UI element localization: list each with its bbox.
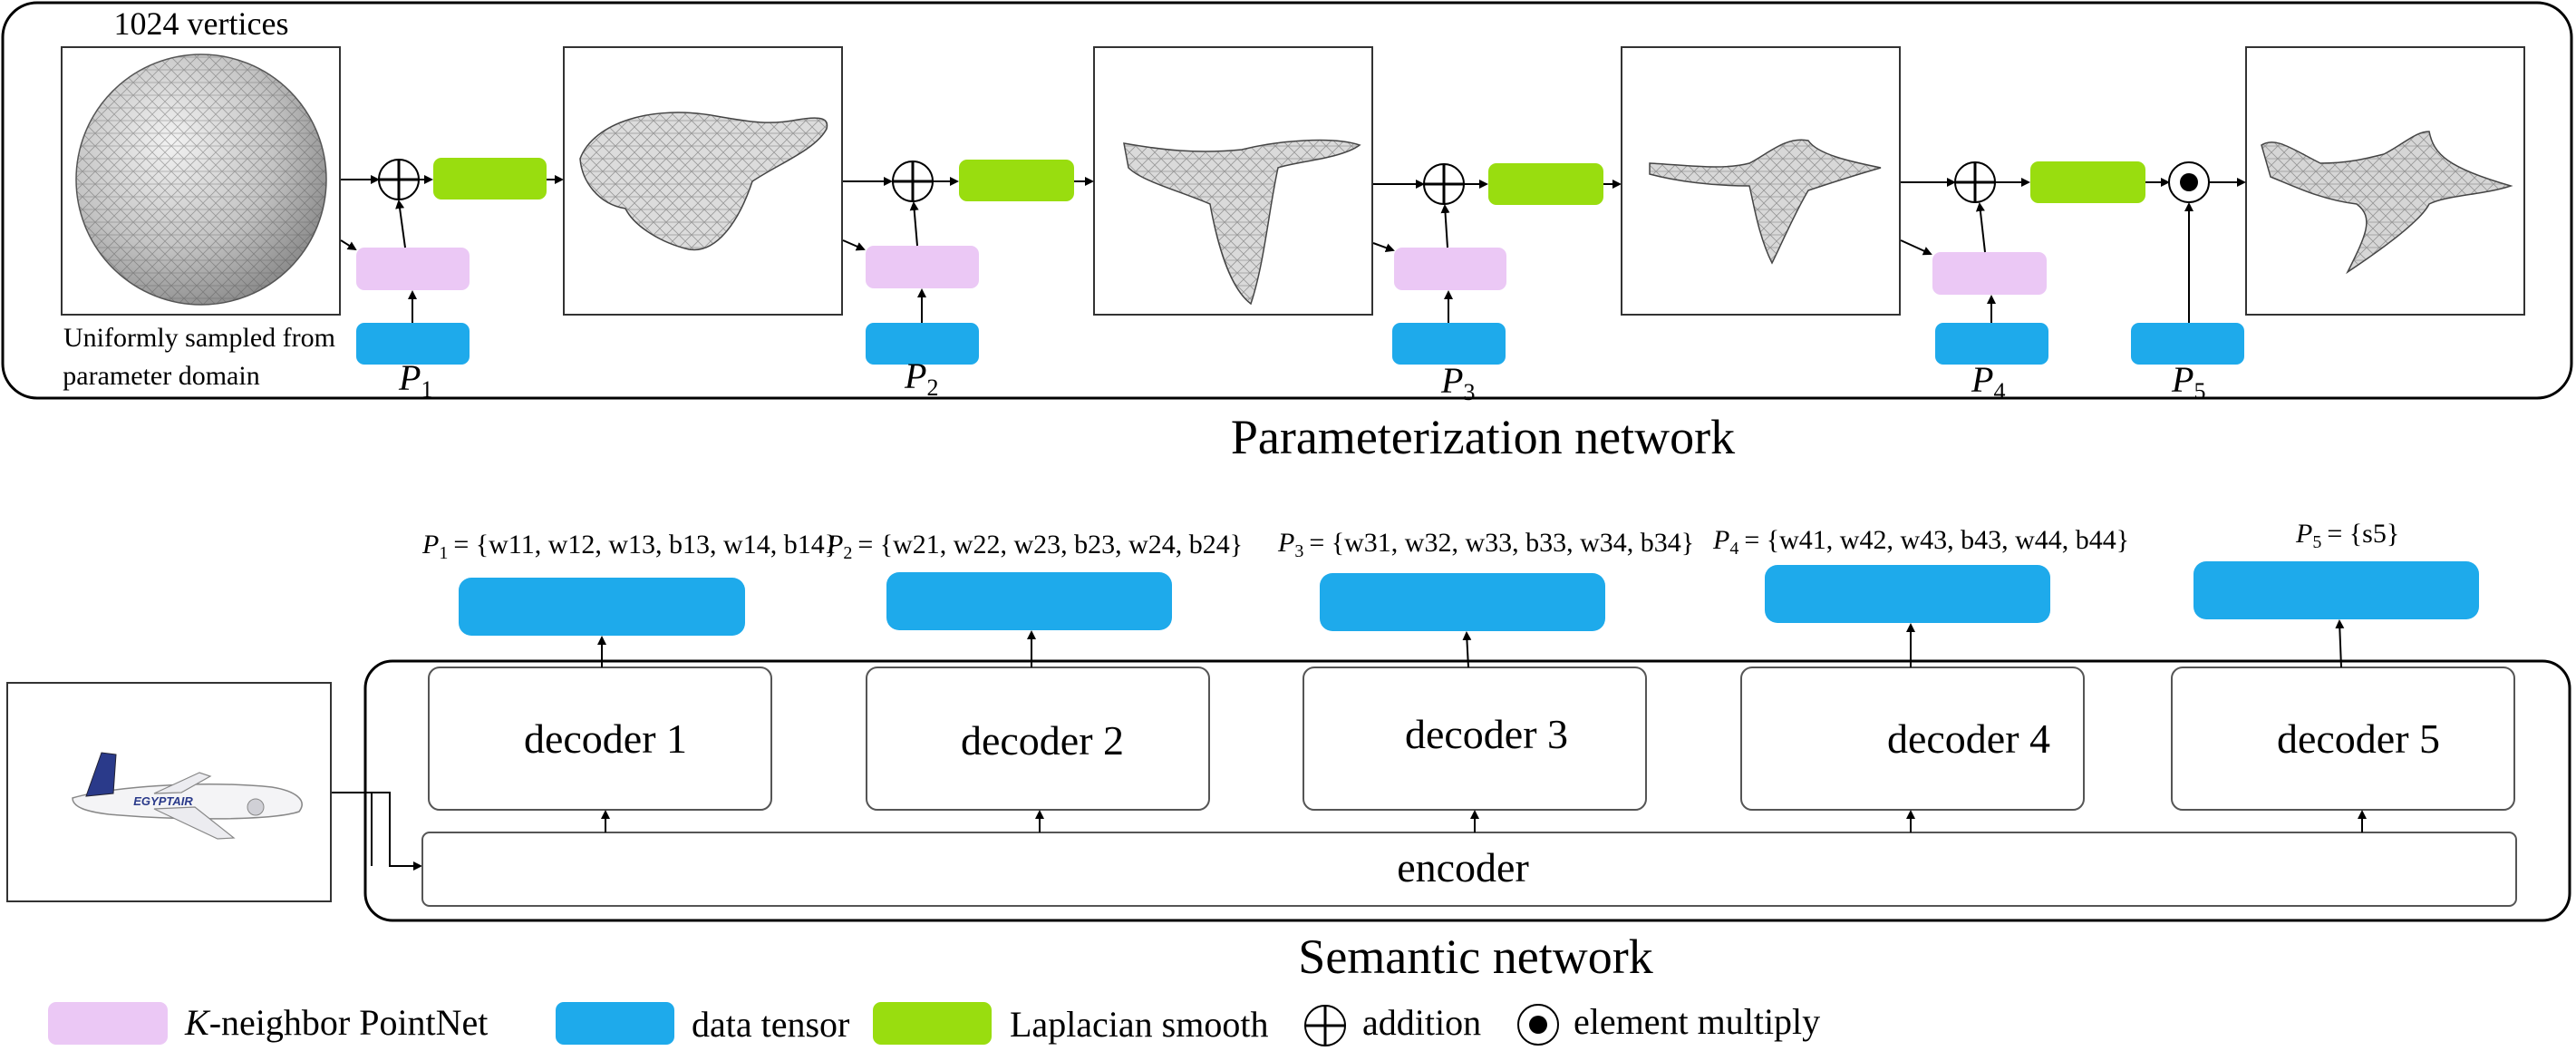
airplane-image: EGYPTAIR [72,752,303,840]
pointnet-block [356,248,470,290]
p-label: P3 [1440,360,1475,405]
stage-4: P4 P5 [1900,161,2246,404]
data-tensor-block [1935,323,2048,365]
decoder-label: decoder 2 [961,717,1124,764]
decoder-block: decoder 5 [2171,667,2515,811]
legend-data-tensor-label: data tensor [692,1004,849,1045]
legend: K-neighbor PointNet data tensor Laplacia… [48,1001,1820,1046]
semantic-title: Semantic network [1298,929,1652,984]
decoder-block: decoder 1 [428,667,772,811]
airplane-livery: EGYPTAIR [133,794,193,808]
decoder-label: decoder 1 [524,715,687,762]
p-label: P5 [2171,359,2205,404]
formula-p5: P5= {s5} [2295,519,2399,552]
data-tensor-block [1392,323,1506,365]
stage-1: P1 [340,158,564,403]
formula-p1: P1= {w11, w12, w13, b13, w14, b14} [421,530,838,563]
decoder-label: decoder 3 [1405,711,1568,757]
legend-laplacian-swatch [873,1002,992,1045]
data-tensor-block [866,323,979,365]
data-tensor-block [2193,561,2479,619]
decoder-block: decoder 3 [1303,667,1647,811]
addition-icon [378,159,420,200]
addition-icon [1954,161,1996,203]
pointnet-block [1932,252,2047,295]
legend-multiply-icon [1517,1004,1559,1046]
legend-addition-icon [1304,1005,1346,1046]
laplacian-smooth-block [2030,161,2145,203]
addition-icon [892,161,934,202]
decoder-block: decoder 4 [1740,667,2085,811]
legend-addition-label: addition [1362,1002,1481,1043]
laplacian-smooth-block [959,160,1074,201]
parameterization-title: Parameterization network [1231,410,1735,464]
sphere-caption-line2: parameter domain [63,361,259,391]
stage-2: P2 [842,160,1094,401]
legend-pointnet-label: K-neighbor PointNet [184,1002,488,1043]
data-tensor-block [2131,323,2244,365]
encoder-block: encoder [421,832,2517,907]
decoder-label: decoder 4 [1887,715,2050,762]
semantic-network: P1= {w11, w12, w13, b13, w14, b14} P2= {… [6,519,2571,984]
decoder-block: decoder 2 [866,667,1210,811]
stage-3: P3 [1372,163,1622,405]
data-tensor-block [1765,565,2050,623]
parameterization-network: 1024 vertices Uniformly sampled from par… [1,1,2573,464]
pointnet-block [1394,248,1506,290]
pointnet-block [866,246,979,288]
p-label: P4 [1971,359,2005,404]
element-multiply-icon [2168,161,2210,203]
formula-p3: P3= {w31, w32, w33, b33, w34, b34} [1277,528,1694,561]
data-tensor-block [1320,573,1605,631]
formula-p2: P2= {w21, w22, w23, b23, w24, b24} [826,530,1243,563]
data-tensor-block [459,578,745,636]
legend-laplacian-label: Laplacian smooth [1010,1004,1268,1045]
legend-multiply-label: element multiply [1574,1001,1820,1042]
data-tensor-block [356,323,470,365]
data-tensor-block [886,572,1172,630]
legend-pointnet-swatch [48,1002,168,1045]
addition-icon [1423,163,1465,205]
decoder-label: decoder 5 [2277,715,2440,762]
sphere-caption-line1: Uniformly sampled from [63,323,335,353]
sphere-mesh [75,54,327,306]
sphere-caption-top: 1024 vertices [114,5,289,42]
p-label: P2 [904,355,938,401]
laplacian-smooth-block [433,158,547,199]
laplacian-smooth-block [1488,163,1603,205]
p-label: P1 [398,357,432,403]
encoder-label: encoder [1397,844,1529,890]
parameterization-frame [1,1,2573,400]
legend-data-tensor-swatch [556,1002,674,1045]
formula-p4: P4= {w41, w42, w43, b43, w44, b44} [1712,525,2129,559]
